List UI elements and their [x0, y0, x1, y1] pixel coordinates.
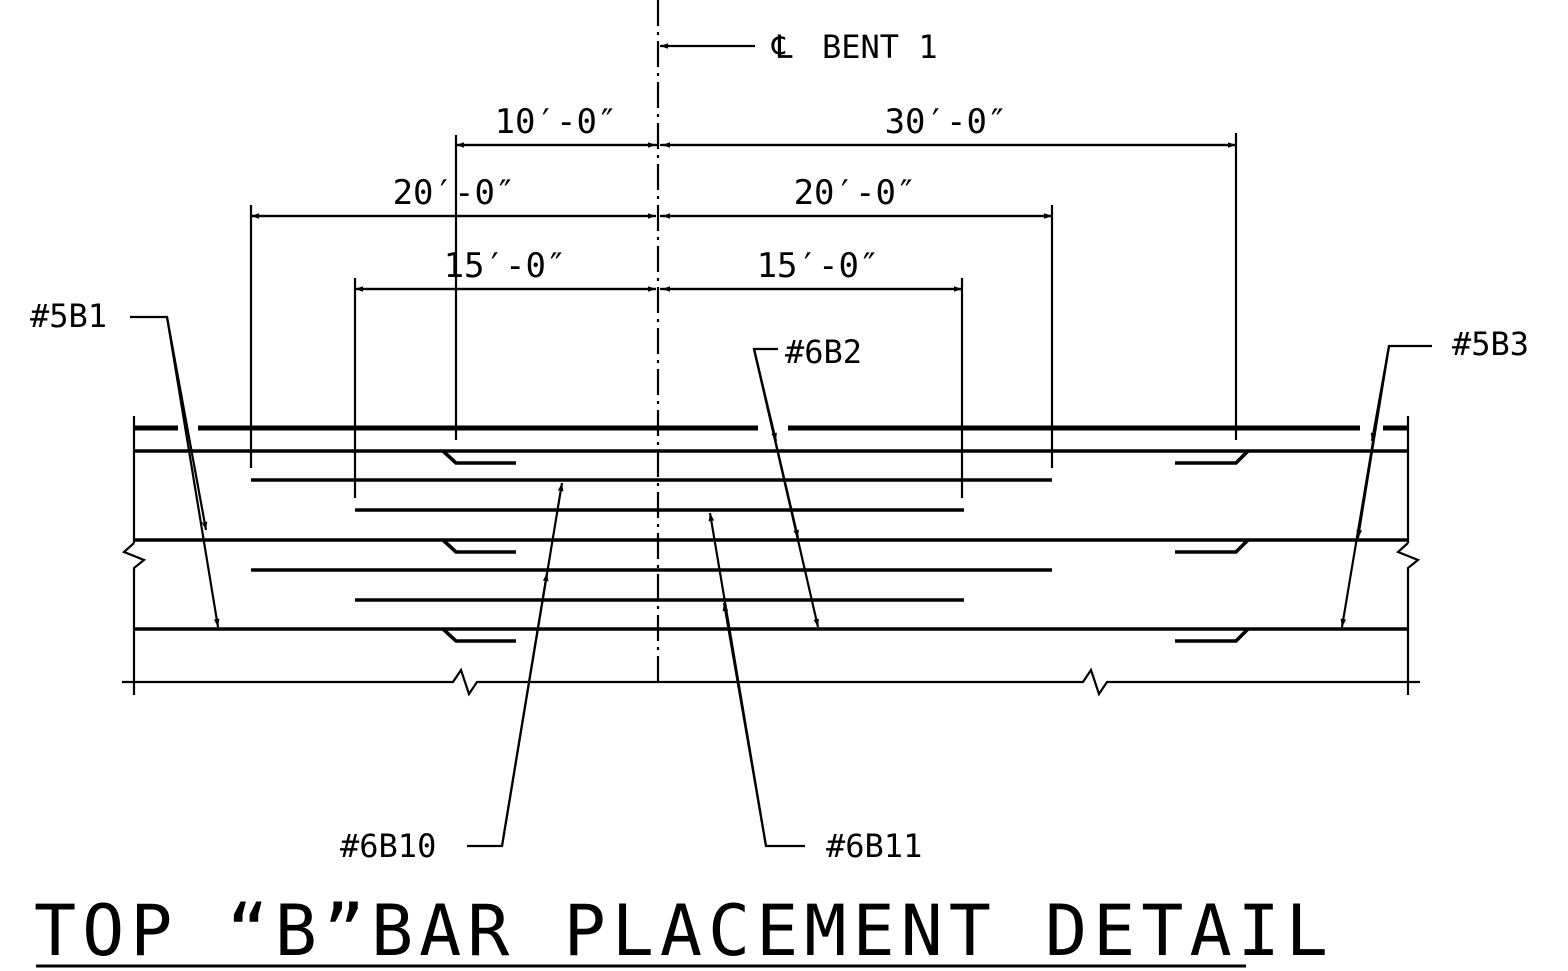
- callout-6b2-leader-bottom: [752, 348, 820, 628]
- callout-5b1-leader-top: [130, 315, 208, 531]
- callout-6b2-text: #6B2: [785, 333, 862, 371]
- dim-row3-right-text: 15′-0″: [757, 246, 880, 286]
- dim-row2-left-text: 20′-0″: [393, 173, 516, 213]
- deck-left-break: [121, 542, 147, 695]
- callout-5b1-text: #5B1: [30, 297, 107, 335]
- dim-row2-right-text: 20′-0″: [794, 173, 917, 213]
- detail-title: TOP “B”BAR PLACEMENT DETAIL: [34, 890, 1334, 971]
- bar-layer2-left-crank: [441, 538, 516, 554]
- callout-5b1-leader-bottom: [165, 316, 220, 628]
- callout-6b10-leader-upper: [467, 482, 564, 848]
- dim-row1-left-text: 10′-0″: [495, 102, 618, 142]
- dim-row3-left-text: 15′-0″: [444, 246, 567, 286]
- bar-layer3-right-crank: [1175, 627, 1250, 643]
- centerline-symbol: ℄: [771, 28, 793, 66]
- callout-6b10-text: #6B10: [340, 827, 436, 865]
- callout-6b11-leader-lower: [722, 602, 768, 847]
- centerline-label: BENT 1: [822, 28, 938, 66]
- callout-6b11-text: #6B11: [826, 827, 922, 865]
- bottom-break-line: [122, 667, 1420, 697]
- bar-layer1-left-crank: [441, 449, 516, 465]
- deck-right-break: [1395, 542, 1421, 695]
- bar-layer1-right-crank: [1175, 449, 1250, 465]
- dim-row1-right-text: 30′-0″: [885, 102, 1008, 142]
- bar-layer2-right-crank: [1175, 538, 1250, 554]
- callout-5b3-leader-bottom: [1340, 345, 1391, 628]
- bar-layer3-left-crank: [441, 627, 516, 643]
- callout-5b3-text: #5B3: [1452, 325, 1529, 363]
- callout-6b10-leader-lower: [500, 572, 549, 847]
